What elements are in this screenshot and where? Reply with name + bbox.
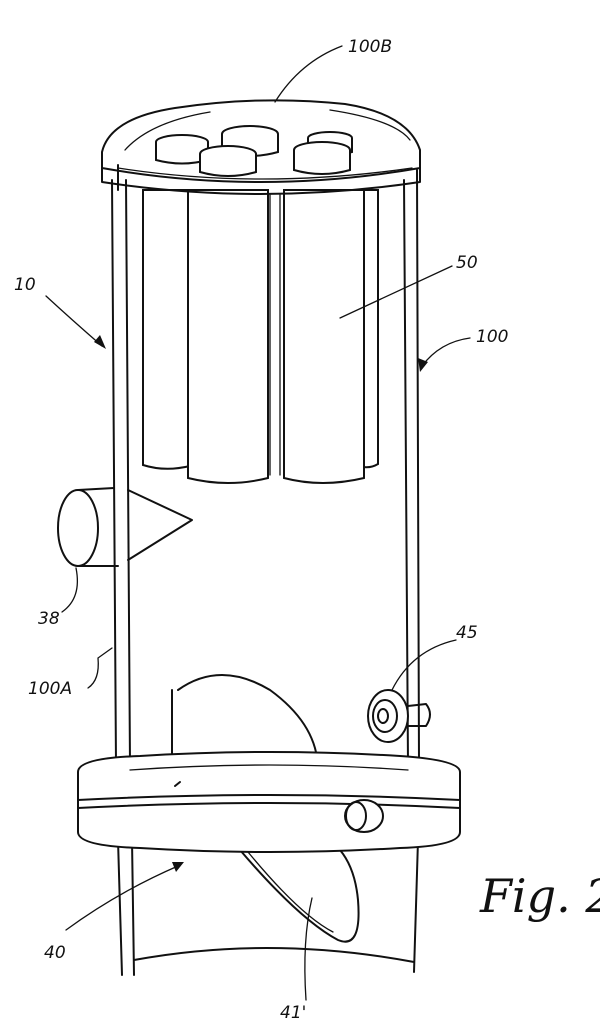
lid [101, 99, 421, 195]
label-port: 45 [456, 623, 478, 643]
flap-disc [171, 674, 360, 943]
port-fitting [367, 689, 431, 743]
filter-cartridges [142, 189, 379, 484]
label-disc: 41' [280, 1003, 306, 1023]
label-housing: 100 [476, 327, 508, 347]
label-lid: 100B [348, 37, 392, 57]
label-filters: 50 [456, 253, 478, 273]
label-inlet: 38 [38, 609, 60, 629]
label-housing-wall: 100A [28, 679, 72, 699]
figure-caption: Fig. 2 [479, 869, 600, 923]
outlet-pipe [117, 839, 419, 976]
label-assembly: 10 [14, 275, 36, 295]
label-base: 40 [44, 943, 66, 963]
reference-arrows [45, 295, 471, 931]
housing-walls [111, 169, 420, 766]
leader-lines [61, 45, 457, 1001]
inlet-nozzle [57, 487, 193, 567]
base-ring [77, 751, 461, 853]
reference-labels: 100B 10 50 100 38 100A 45 40 41' [14, 37, 508, 1023]
